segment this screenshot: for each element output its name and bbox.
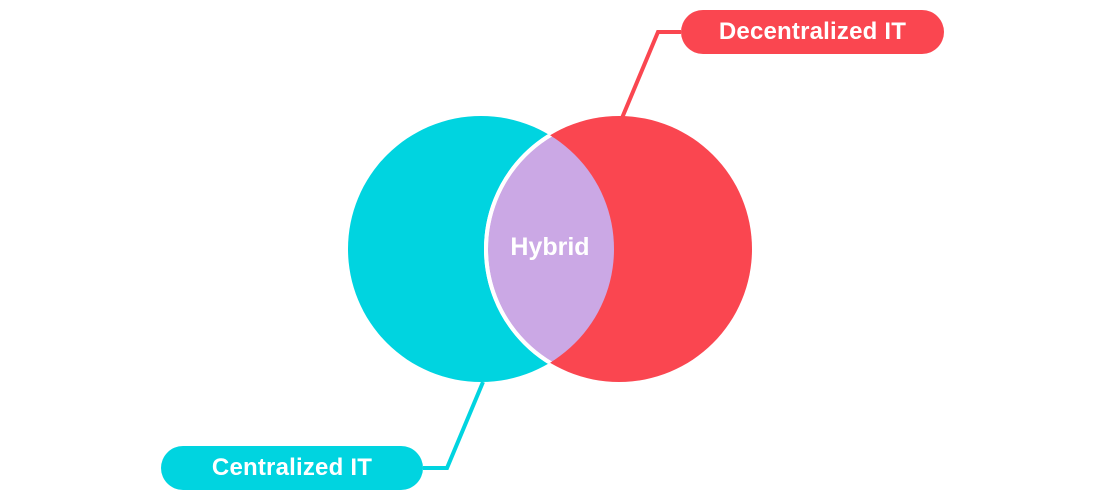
intersection-label-hybrid: Hybrid bbox=[510, 233, 590, 261]
pill-text-decentralized-it: Decentralized IT bbox=[718, 18, 907, 45]
connector-line-centralized bbox=[423, 381, 485, 470]
pill-text-centralized-it: Centralized IT bbox=[211, 454, 373, 481]
connector-line-decentralized bbox=[620, 30, 681, 119]
pill-label-decentralized-it[interactable]: Decentralized IT bbox=[681, 10, 944, 54]
pill-label-centralized-it[interactable]: Centralized IT bbox=[161, 446, 423, 490]
venn-intersection-outline bbox=[484, 116, 614, 382]
